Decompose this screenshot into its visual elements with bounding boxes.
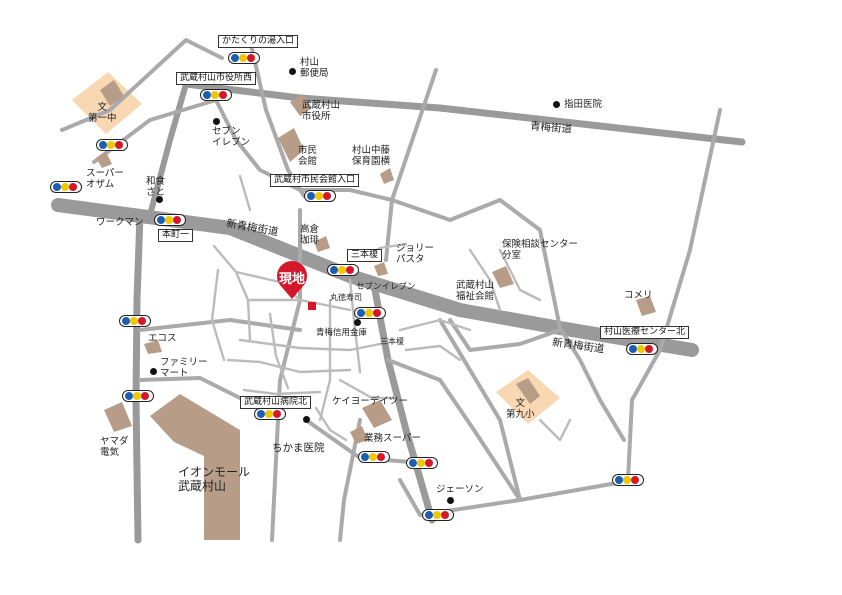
- label-post-office: 村山 郵便局: [300, 57, 329, 79]
- label-washoku-sato: 和食 さと: [146, 176, 166, 198]
- current-location-pin: [277, 261, 307, 299]
- buildings: [96, 80, 656, 540]
- building-daikyu-sho: [516, 378, 540, 404]
- chikama-clinic-dot: [303, 416, 310, 423]
- building-nursery: [380, 168, 394, 184]
- bus-stop-marker: [254, 408, 286, 420]
- label-seven-eleven-2: セブンイレブン: [356, 282, 416, 292]
- label-family-mart: ファミリー マート: [160, 357, 208, 379]
- bus-stop-marker: [612, 474, 644, 486]
- building-gyomu: [350, 426, 368, 444]
- building-city-hall: [290, 94, 312, 116]
- label-civic-hall: 市民 会館: [298, 145, 318, 167]
- bus-stop-marker: [422, 509, 454, 521]
- building-aeon: [150, 394, 240, 540]
- school-grounds-daiichi-chu: [72, 72, 142, 134]
- bus-stop-sign-honmachi1: 本町一: [158, 229, 194, 242]
- bus-stop-sign-medical-center-north: 村山医療センター北: [600, 326, 690, 339]
- road-diagonal-nw: [147, 81, 189, 218]
- bus-stop-marker: [358, 451, 390, 463]
- label-school-daikyu-sho: 文 第九小: [506, 398, 535, 420]
- road-shin-ome-kaido: [51, 198, 699, 357]
- bus-stop-marker: [304, 190, 336, 202]
- bus-stop-sign-community-hall: 武蔵村市民会館入口: [270, 174, 360, 187]
- jason-dot: [447, 497, 454, 504]
- label-sashida-clinic: 指田医院: [564, 99, 603, 110]
- label-chikama-clinic: ちかま医院: [272, 442, 325, 454]
- bus-stop-marker: [327, 264, 359, 276]
- seven-eleven-dot: [213, 118, 220, 125]
- label-aeon: イオンモール 武蔵村山: [178, 465, 251, 493]
- building-insurance: [492, 266, 514, 288]
- label-ome-shinkin: 青梅信用金庫: [316, 328, 368, 338]
- building-daiichi-chu: [100, 80, 124, 106]
- label-yamada: ヤマダ 電気: [100, 436, 129, 458]
- label-keiyo: ケイヨーデイツー: [332, 396, 408, 407]
- bus-stop-marker: [50, 181, 82, 193]
- washoku-sato-dot: [156, 196, 163, 203]
- label-workman: ワークマン: [96, 217, 144, 228]
- bus-stop-marker: [200, 89, 232, 101]
- main-roads: [51, 80, 746, 544]
- label-gyomu-super: 業務スーパー: [364, 433, 421, 444]
- label-city-hall: 武蔵村山 市役所: [302, 100, 341, 122]
- building-jolly-pasta: [374, 262, 388, 276]
- building-keiyo: [362, 400, 392, 428]
- family-mart-dot: [150, 368, 157, 375]
- building-takakura: [314, 236, 330, 252]
- label-seven-eleven-1: セブン イレブン: [212, 126, 251, 148]
- building-comeri: [636, 296, 656, 316]
- label-school-daiichi-chu: 文 第一中: [88, 102, 117, 124]
- building-super-ozamu: [96, 152, 112, 168]
- label-marutoku-sushi: 丸徳寿司: [330, 293, 362, 302]
- secondary-roads: [60, 38, 722, 542]
- bus-stop-marker: [154, 214, 186, 226]
- label-comeri: コメリ: [624, 290, 653, 301]
- label-ecos: エコス: [148, 333, 177, 344]
- bus-stop-marker: [119, 315, 151, 327]
- bus-stop-sign-sanbonyari: 三本榎: [347, 249, 383, 262]
- label-takakura-coffee: 高倉 珈琲: [300, 224, 320, 246]
- current-location-label: 現地: [278, 272, 305, 287]
- bus-stop-marker: [626, 343, 658, 355]
- road-west-vertical: [132, 211, 144, 544]
- bus-stop-marker: [228, 52, 260, 64]
- building-civic-hall: [278, 128, 304, 162]
- bus-stop-sign-katakuri: かたくりの湯入口: [218, 35, 299, 48]
- label-jolly-pasta: ジョリー パスタ: [396, 243, 435, 265]
- road-ome-kaido: [182, 80, 746, 146]
- label-nursery: 村山中藤 保育園横: [352, 145, 391, 167]
- current-location-marker: [308, 302, 316, 310]
- building-ecos: [144, 340, 162, 354]
- bus-stop-marker: [96, 139, 128, 151]
- sashida-clinic-dot: [553, 101, 560, 108]
- building-yamada: [104, 402, 132, 432]
- marutoku-sushi-dot: [354, 319, 361, 326]
- label-super-ozamu: スーパー オザム: [86, 168, 124, 190]
- label-insurance-center: 保険相談センター 分室: [502, 239, 579, 261]
- road-ns-sanbonyari: [371, 286, 436, 524]
- label-welfare-hall: 武蔵村山 福祉会館: [456, 280, 495, 302]
- bus-stop-sign-city-hall-west: 武蔵村山市役所西: [176, 72, 257, 85]
- bus-stop-marker: [122, 390, 154, 402]
- bus-stop-marker: [406, 457, 438, 469]
- label-sanbonyari-small: 三本榎: [380, 337, 404, 346]
- post-office-dot: [289, 68, 296, 75]
- label-jason: ジェーソン: [436, 484, 484, 495]
- bus-stop-marker: [354, 307, 386, 319]
